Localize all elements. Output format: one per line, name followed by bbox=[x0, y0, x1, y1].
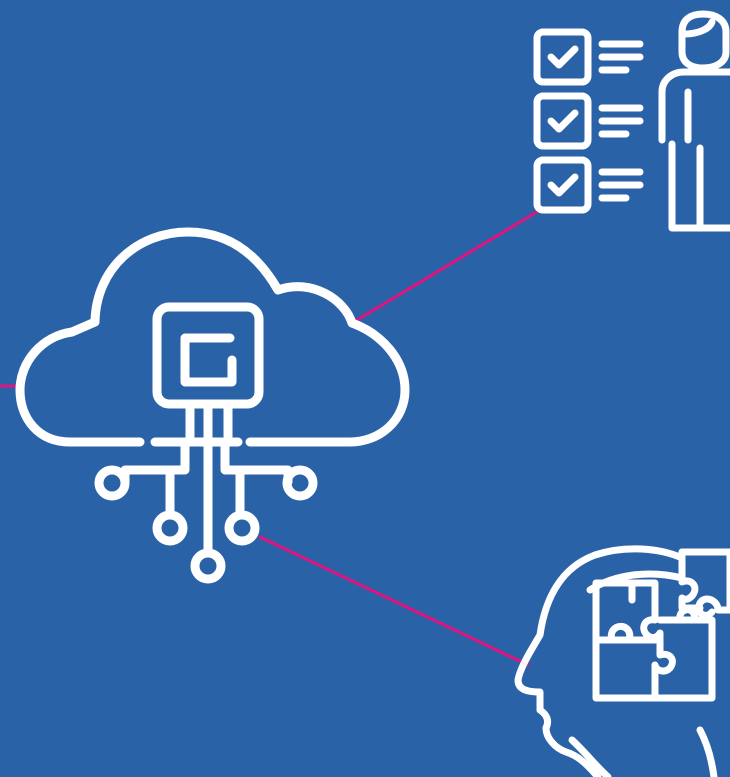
head-puzzle-icon bbox=[514, 545, 730, 777]
connector-cloud-to-checklist bbox=[350, 208, 542, 325]
checklist-person-icon bbox=[533, 10, 730, 232]
cloud-chip-icon bbox=[15, 227, 410, 584]
connector-cloud-to-mind bbox=[258, 535, 530, 667]
